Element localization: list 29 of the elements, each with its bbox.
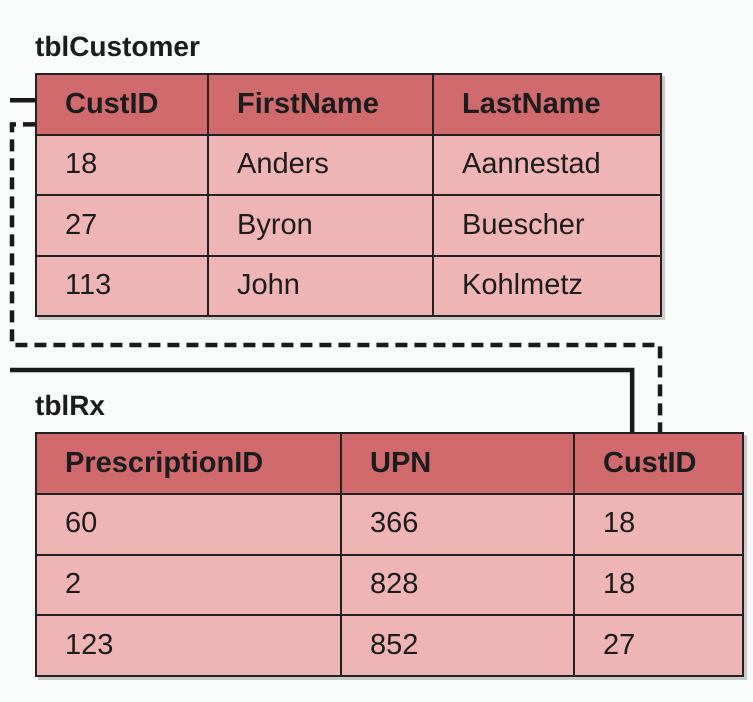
table-cell: 18 bbox=[35, 134, 209, 196]
table-cell: 27 bbox=[35, 194, 209, 256]
table-cell: 18 bbox=[573, 492, 744, 556]
table-cell: 113 bbox=[35, 254, 209, 317]
table-cell: Byron bbox=[207, 194, 434, 256]
header-cell: UPN bbox=[340, 432, 575, 495]
table-cell: 18 bbox=[573, 554, 744, 616]
table-name: tblRx bbox=[35, 389, 105, 423]
table-cell: Anders bbox=[207, 134, 434, 196]
table-cell: 60 bbox=[35, 492, 342, 556]
table-cell: 123 bbox=[35, 614, 342, 677]
table-name: tblCustomer bbox=[35, 30, 200, 64]
table-cell: 366 bbox=[340, 492, 575, 556]
header-cell: CustID bbox=[35, 73, 209, 136]
table-cell: Buescher bbox=[432, 194, 662, 256]
table-cell: 852 bbox=[340, 614, 575, 677]
table-cell: 828 bbox=[340, 554, 575, 616]
table-cell: 2 bbox=[35, 554, 342, 616]
connector-line bbox=[10, 368, 634, 432]
table-cell: Aannestad bbox=[432, 134, 662, 196]
header-cell: FirstName bbox=[207, 73, 434, 136]
connector-line bbox=[10, 98, 35, 102]
header-cell: LastName bbox=[432, 73, 662, 136]
header-cell: CustID bbox=[573, 432, 744, 495]
table-cell: 27 bbox=[573, 614, 744, 677]
table-cell: John bbox=[207, 254, 434, 317]
dashed-connector bbox=[10, 122, 662, 432]
table-cell: Kohlmetz bbox=[432, 254, 662, 317]
header-cell: PrescriptionID bbox=[35, 432, 342, 495]
